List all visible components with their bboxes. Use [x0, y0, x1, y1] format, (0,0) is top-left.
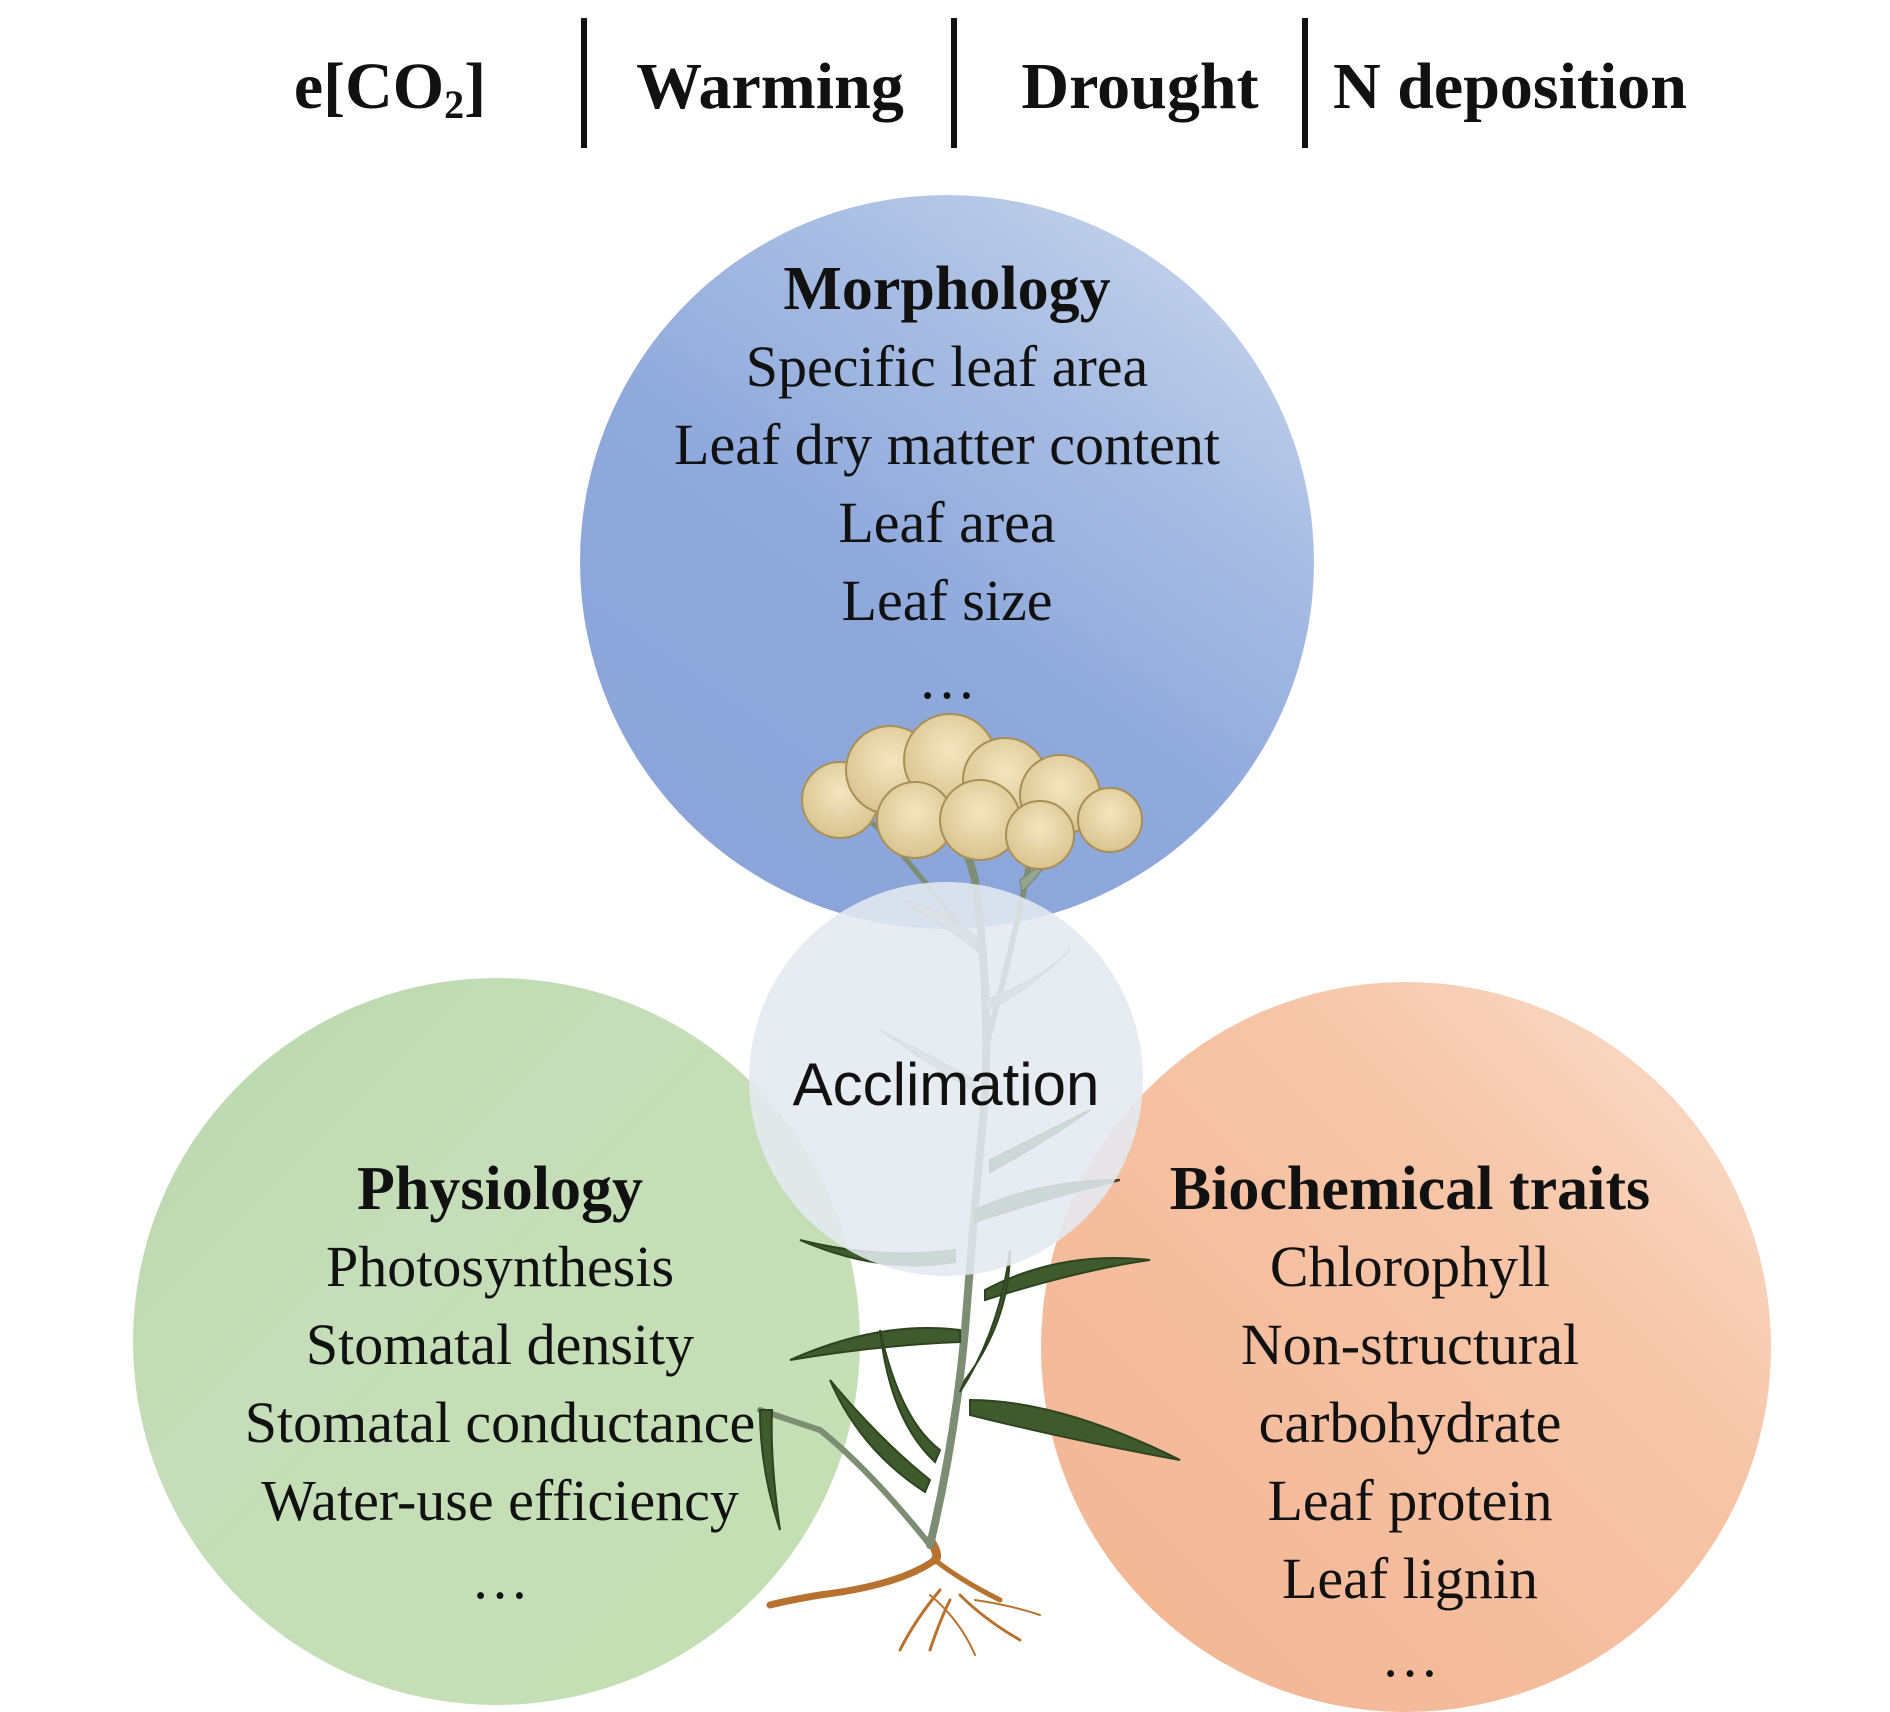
- morphology-item: …: [918, 646, 976, 711]
- biochemical-item: Leaf lignin: [1281, 1546, 1539, 1611]
- physiology-circle: [133, 978, 860, 1705]
- driver-drought: Drought: [1021, 50, 1259, 123]
- flower-cluster: [801, 713, 1143, 870]
- biochemical-item: Leaf protein: [1267, 1468, 1553, 1533]
- biochemical-item: Non-structural: [1240, 1312, 1580, 1377]
- morphology-block: Morphology Specific leaf area Leaf dry m…: [612, 250, 1282, 718]
- biochemical-item: carbohydrate: [1258, 1390, 1562, 1455]
- biochemical-item: Chlorophyll: [1269, 1234, 1551, 1299]
- morphology-item: Leaf dry matter content: [674, 412, 1220, 477]
- physiology-item: Water-use efficiency: [261, 1468, 739, 1533]
- driver-separator: [951, 18, 957, 148]
- physiology-item: Photosynthesis: [325, 1234, 675, 1299]
- physiology-item: Stomatal conductance: [244, 1390, 756, 1455]
- driver-separator: [581, 18, 587, 148]
- physiology-item: Stomatal density: [305, 1312, 695, 1377]
- acclimation-label: Acclimation: [792, 1051, 1100, 1118]
- roots: [766, 1535, 1041, 1656]
- driver-warming: Warming: [636, 50, 904, 123]
- biochemical-item: …: [1381, 1624, 1439, 1689]
- biochemical-block: Biochemical traits Chlorophyll Non-struc…: [1090, 1150, 1730, 1696]
- driver-separator: [1302, 18, 1308, 148]
- physiology-block: Physiology Photosynthesis Stomatal densi…: [180, 1150, 820, 1618]
- biochemical-circle: [1041, 982, 1771, 1712]
- morphology-item: Leaf size: [841, 568, 1053, 633]
- driver-header: e[CO2] Warming Drought N deposition: [0, 0, 1890, 160]
- biochemical-title: Biochemical traits: [1169, 1155, 1651, 1223]
- driver-n-deposition: N deposition: [1333, 50, 1687, 123]
- morphology-item: Specific leaf area: [745, 334, 1149, 399]
- physiology-title: Physiology: [357, 1155, 643, 1223]
- acclimation-circle: [749, 882, 1143, 1276]
- physiology-item: …: [471, 1546, 529, 1611]
- driver-eco2: e[CO2]: [293, 50, 487, 127]
- morphology-item: Leaf area: [838, 490, 1056, 555]
- morphology-title: Morphology: [783, 255, 1111, 323]
